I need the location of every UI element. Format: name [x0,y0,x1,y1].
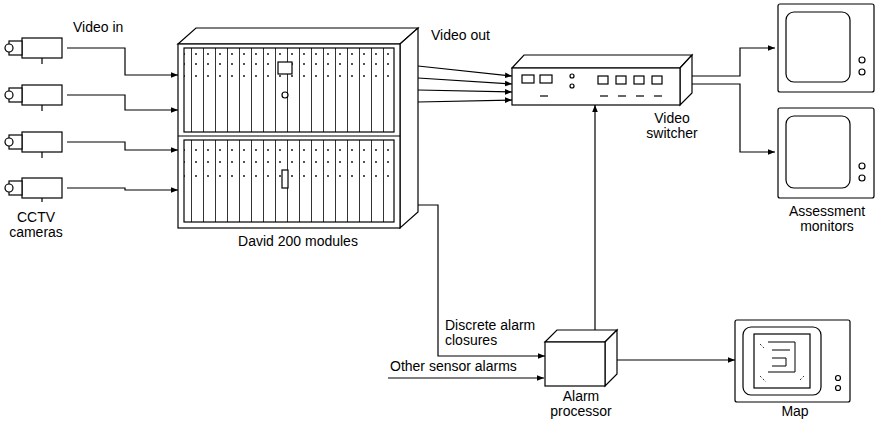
signal-arrow [692,84,775,152]
camera [5,85,62,111]
edge-label: Discrete alarm closures [444,318,542,348]
edge-label: Video in [72,20,124,35]
signal-arrow [418,66,512,76]
node-label: Map [755,404,835,419]
signal-arrow [594,105,595,330]
module-rack: David 200 modules [178,28,418,228]
camera [5,178,62,202]
camera [5,38,62,64]
monitor [778,4,874,92]
video-switcher: Video switcher [512,55,692,105]
node-label: Video switcher [630,111,714,141]
camera [5,132,62,158]
signal-arrow [418,90,512,92]
signal-arrow [617,359,735,360]
signal-arrow [67,142,178,150]
node-label: David 200 modules [198,234,398,249]
signal-arrow [418,78,512,84]
signal-arrow [67,48,178,75]
alarm-processor: Alarm processor [545,330,617,386]
alarm-processor-box [545,330,617,386]
node-label: CCTV cameras [0,210,73,240]
signal-arrow [692,48,775,76]
signal-arrow [418,205,545,356]
signal-arrow [67,188,178,190]
node-label: Alarm processor [533,389,629,419]
input-arrow [388,377,544,378]
map-display [735,320,850,402]
video-switcher [512,55,692,105]
camera-group: CCTV cameras [5,32,67,202]
monitor-pair: Assessment monitors [775,2,877,200]
monitor [778,108,874,198]
signal-arrow [67,95,178,110]
node-label: Assessment monitors [777,204,877,234]
module-rack [178,28,418,228]
map-display: Map [735,320,850,402]
signal-arrow [418,100,512,102]
edge-label: Video out [430,28,491,43]
input-label: Other sensor alarms [390,359,517,374]
